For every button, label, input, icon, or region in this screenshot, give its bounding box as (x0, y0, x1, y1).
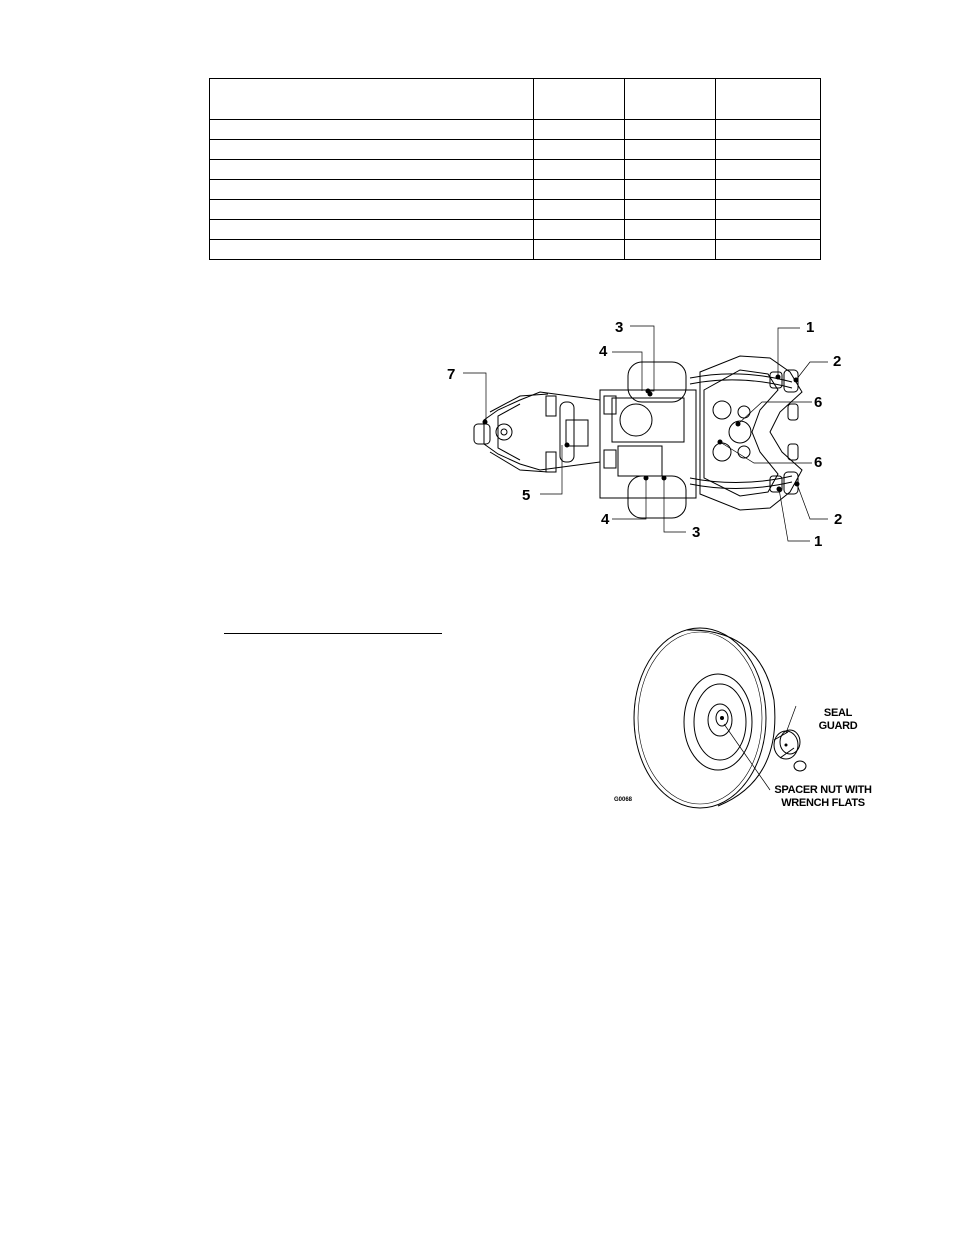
callout-5: 5 (522, 487, 531, 504)
figure-code: G0068 (614, 797, 633, 803)
callout-1-bottom: 1 (814, 533, 823, 550)
seal-guard-label-line2: GUARD (818, 720, 858, 732)
seal-guard-label-line1: SEAL (823, 707, 853, 719)
callout-3-top: 3 (615, 319, 624, 336)
callout-4-bottom: 4 (601, 511, 610, 528)
table-row (209, 239, 821, 260)
specification-table (209, 78, 821, 260)
callout-4-top: 4 (599, 343, 608, 360)
callout-2-bottom: 2 (834, 511, 843, 528)
spacer-nut-label-line1: SPACER NUT WITH (774, 784, 872, 796)
callout-6-top: 6 (814, 394, 823, 411)
callout-7: 7 (447, 366, 456, 383)
callout-2-top: 2 (833, 353, 842, 370)
callout-3-bottom: 3 (692, 524, 701, 541)
table-cell (715, 239, 821, 260)
callout-6-bottom: 6 (814, 454, 823, 471)
heading-underline (224, 633, 442, 634)
table-row (209, 159, 821, 180)
table-row (209, 199, 821, 220)
table-cell (624, 78, 716, 120)
spacer-nut-label-line2: WRENCH FLATS (781, 797, 865, 809)
callout-1-top: 1 (806, 319, 815, 336)
